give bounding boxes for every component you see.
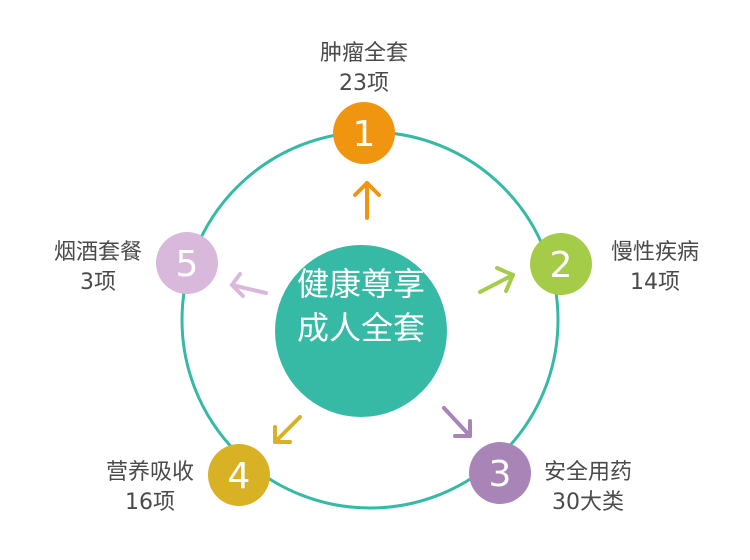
- node-2-circle: [530, 233, 592, 295]
- node-1-title: 肿瘤全套: [319, 41, 408, 66]
- center-title: 健康尊享 成人全套: [273, 262, 449, 350]
- node-4: 4: [208, 444, 270, 506]
- arrow-up-icon: [353, 181, 381, 220]
- node-1-number: 1: [353, 114, 376, 155]
- node-1-circle: [333, 102, 395, 164]
- node-1-count: 23项: [339, 71, 389, 96]
- center-circle: [275, 245, 447, 417]
- node-3-count: 30大类: [552, 490, 624, 515]
- node-4-count: 16项: [125, 490, 175, 515]
- node-2-count: 14项: [630, 270, 680, 295]
- node-2: 2: [530, 233, 592, 295]
- node-4-label: 营养吸收 16项: [95, 458, 205, 518]
- node-5-count: 3项: [80, 270, 116, 295]
- node-3-circle: [469, 442, 531, 504]
- arrow-down-left-icon: [273, 415, 302, 444]
- node-5-title: 烟酒套餐: [53, 240, 142, 265]
- node-4-circle: [208, 444, 270, 506]
- arrow-down-right-icon: [442, 406, 472, 438]
- node-1: 1: [333, 102, 395, 164]
- node-5: 5: [156, 232, 218, 294]
- node-3-title: 安全用药: [543, 460, 632, 485]
- node-3-label: 安全用药 30大类: [533, 458, 643, 518]
- node-4-number: 4: [228, 456, 251, 497]
- node-2-title: 慢性疾病: [610, 240, 699, 265]
- node-2-label: 慢性疾病 14项: [600, 238, 710, 298]
- node-5-circle: [156, 232, 218, 294]
- node-5-label: 烟酒套餐 3项: [42, 238, 154, 298]
- node-5-number: 5: [176, 244, 199, 285]
- node-3: 3: [469, 442, 531, 504]
- node-1-label: 肿瘤全套 23项: [308, 39, 420, 99]
- center-title-line1: 健康尊享: [296, 265, 425, 303]
- node-3-number: 3: [489, 454, 512, 495]
- center-title-line2: 成人全套: [296, 309, 425, 347]
- arrow-up-right-icon: [478, 266, 515, 294]
- node-2-number: 2: [550, 245, 573, 286]
- node-4-title: 营养吸收: [105, 460, 194, 485]
- arrow-left-icon: [230, 272, 268, 298]
